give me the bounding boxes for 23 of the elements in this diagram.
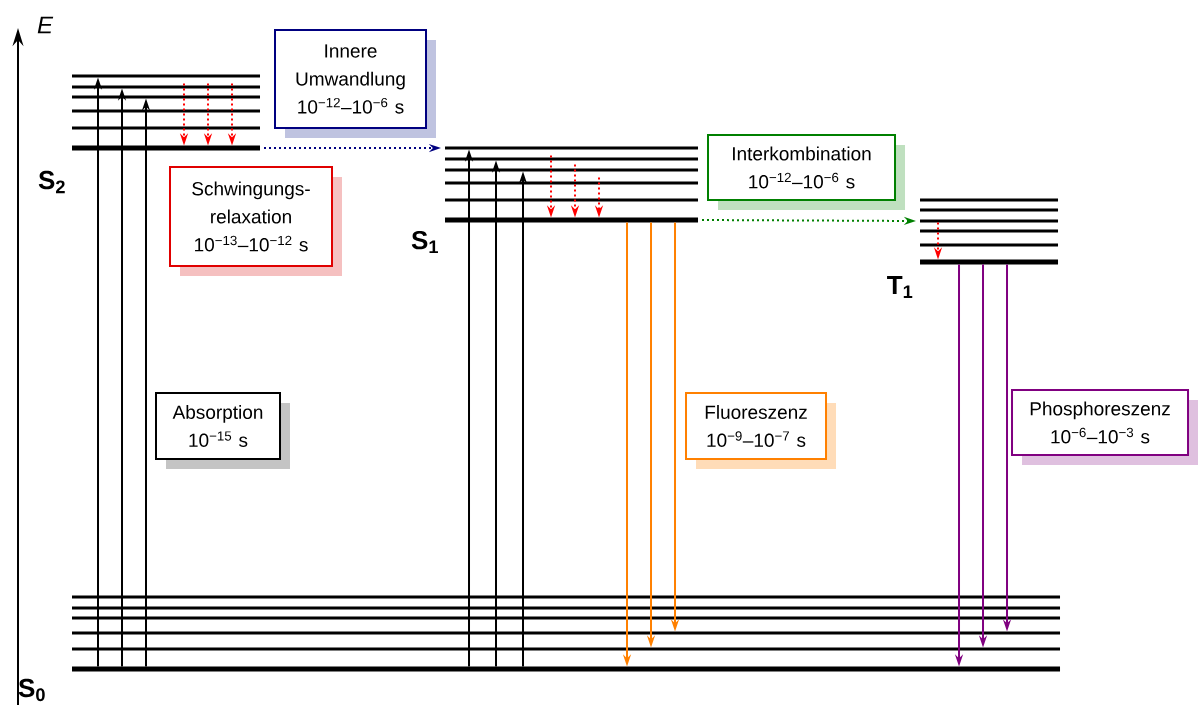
process-box: Phosphoreszenz 10$^{−6}$–10$^{−3}$ s — [1011, 389, 1198, 465]
state-label: T$_{1}$ — [887, 276, 913, 298]
energy-level-line — [72, 647, 1060, 651]
energy-level-line — [920, 198, 1058, 202]
energy-level-line — [72, 631, 1060, 635]
energy-level-line — [72, 616, 1060, 620]
energy-level-line — [920, 208, 1058, 212]
energy-level-line — [72, 126, 260, 130]
process-box: Innere Umwandlung 10$^{−12}$–10$^{−6}$ s — [274, 29, 436, 138]
state-label: S$_{1}$ — [411, 230, 438, 254]
state-label: S$_{2}$ — [38, 170, 65, 194]
energy-level-line — [920, 219, 1058, 223]
process-box: Absorption 10$^{−15}$ s — [155, 392, 290, 469]
process-box: Fluoreszenz 10$^{−9}$–10$^{−7}$ s — [685, 392, 836, 469]
energy-level-line — [920, 229, 1058, 233]
energy-level-line — [920, 243, 1058, 247]
energy-level-line — [445, 198, 698, 202]
axis-label: E — [37, 16, 54, 34]
state-label: S$_{0}$ — [18, 678, 45, 702]
process-box: Interkombination 10$^{−12}$–10$^{−6}$ s — [707, 134, 905, 210]
energy-level-line — [72, 606, 1060, 610]
process-box: Schwingungs- relaxation 10$^{−13}$–10$^{−12}$ s — [169, 166, 342, 276]
energy-level-line — [72, 595, 1060, 599]
